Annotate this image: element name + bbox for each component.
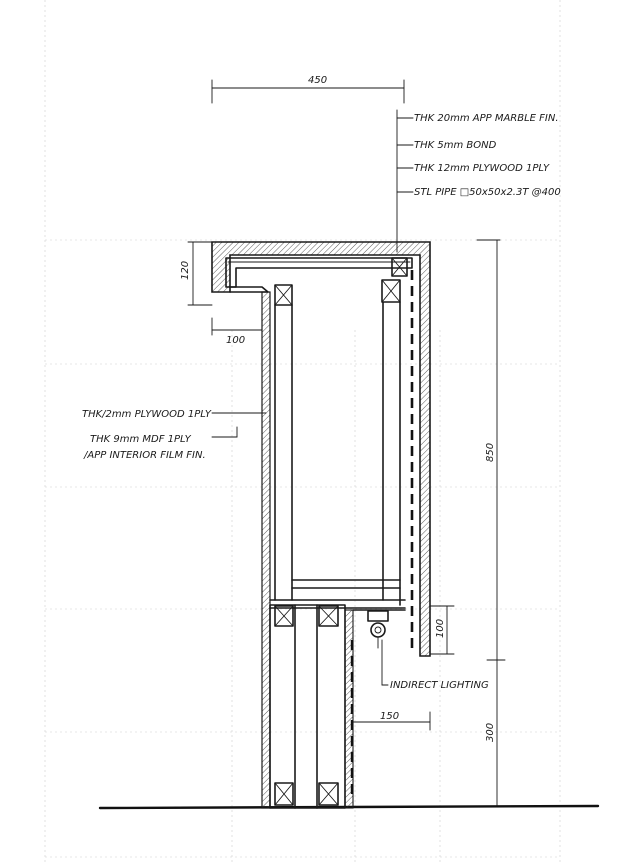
base-section: [269, 604, 406, 809]
dim-light-height: 100: [435, 619, 446, 638]
countertop: [211, 241, 431, 657]
cabinet-body: [261, 270, 414, 809]
dim-overhang-height: 120: [180, 261, 191, 280]
dim-top-width: 450: [308, 75, 327, 86]
label-mdf-line2: /APP INTERIOR FILM FIN.: [83, 450, 206, 461]
label-lighting: INDIRECT LIGHTING: [390, 680, 489, 691]
label-plywood-top: THK 12mm PLYWOOD 1PLY: [414, 163, 550, 174]
label-marble: THK 20mm APP MARBLE FIN.: [414, 113, 559, 124]
label-mdf-line1: THK 9mm MDF 1PLY: [90, 434, 192, 445]
background-grid: [44, 0, 561, 863]
leader-lines: [211, 109, 414, 686]
label-bond: THK 5mm BOND: [414, 140, 497, 151]
label-plywood-side: THK/2mm PLYWOOD 1PLY: [82, 409, 212, 420]
dim-overhang-depth: 100: [226, 335, 245, 346]
steel-pipe-sections: [274, 257, 408, 306]
dim-base-height: 300: [485, 723, 496, 742]
dim-recess-depth: 150: [380, 711, 399, 722]
dim-total-height: 850: [485, 443, 496, 462]
label-stl-pipe: STL PIPE □50x50x2.3T @400: [414, 187, 561, 198]
dimension-lines: [187, 79, 506, 807]
light-fixture-icon: [367, 610, 389, 649]
